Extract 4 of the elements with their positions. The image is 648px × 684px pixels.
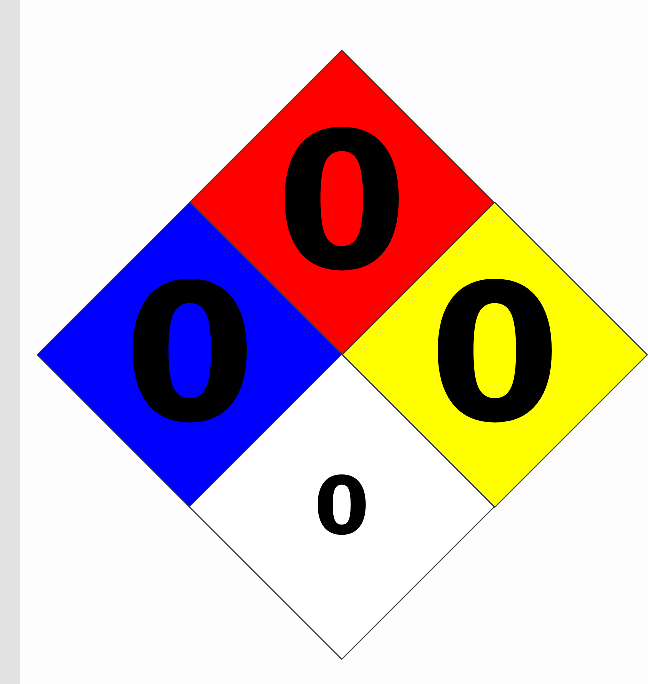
hazard-rating: 0 [276, 108, 408, 298]
hazard-rating: 0 [314, 467, 370, 547]
hazard-rating: 0 [428, 260, 562, 450]
hazard-rating: 0 [124, 260, 256, 450]
